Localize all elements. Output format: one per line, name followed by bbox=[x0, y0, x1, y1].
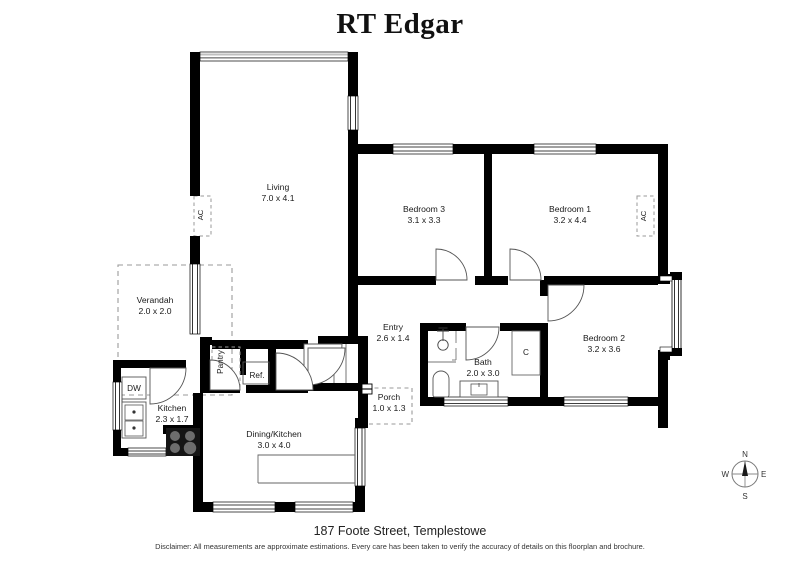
ac-unit-right-box bbox=[636, 195, 655, 237]
kitchen-west-window bbox=[112, 381, 123, 431]
annotation-closet: C bbox=[523, 348, 529, 357]
room-dim-kitchen: 2.3 x 1.7 bbox=[156, 414, 189, 424]
room-dim-bedroom2: 3.2 x 3.6 bbox=[588, 344, 621, 354]
bedroom3-south-wall bbox=[358, 276, 492, 285]
toilet bbox=[432, 370, 450, 398]
plan-annotations: Pantry Ref. DW C AC AC bbox=[127, 209, 648, 393]
annotation-pantry: Pantry bbox=[216, 349, 225, 374]
page-title: RT Edgar bbox=[336, 8, 464, 40]
vanity-basin bbox=[459, 380, 499, 398]
compass-south-label: S bbox=[742, 492, 747, 501]
front-door bbox=[361, 383, 373, 395]
room-label-verandah: Verandah bbox=[137, 295, 174, 305]
room-label-living: Living bbox=[267, 182, 290, 192]
room-label-bedroom1: Bedroom 1 bbox=[549, 204, 591, 214]
door-swings bbox=[149, 248, 585, 405]
south-wall-bath-bed2 bbox=[420, 396, 668, 407]
dining-exterior-walls bbox=[193, 418, 366, 513]
refrigerator-box bbox=[242, 361, 270, 385]
room-label-entry: Entry bbox=[383, 322, 404, 332]
property-address: 187 Foote Street, Templestowe bbox=[313, 524, 487, 538]
living-west-window bbox=[189, 263, 201, 335]
room-dim-entry: 2.6 x 1.4 bbox=[377, 333, 410, 343]
room-label-porch: Porch bbox=[378, 392, 401, 402]
closet-outline bbox=[511, 330, 541, 376]
disclaimer-text: Disclaimer: All measurements are approxi… bbox=[155, 542, 645, 551]
annotation-ref: Ref. bbox=[249, 371, 264, 380]
kitchen-south-window bbox=[127, 447, 167, 457]
room-label-kitchen: Kitchen bbox=[158, 403, 187, 413]
room-dim-bath: 2.0 x 3.0 bbox=[467, 368, 500, 378]
annotation-ac-left: AC bbox=[196, 209, 205, 220]
room-dim-bedroom3: 3.1 x 3.3 bbox=[408, 215, 441, 225]
bath-shower bbox=[437, 327, 449, 351]
room-label-bedroom2: Bedroom 2 bbox=[583, 333, 625, 343]
annotation-ac-right: AC bbox=[639, 210, 648, 221]
compass-rose: N E S W bbox=[721, 450, 766, 501]
compass-north-label: N bbox=[742, 450, 748, 459]
verandah-door-wall bbox=[150, 360, 186, 368]
entry-walls bbox=[305, 336, 368, 428]
room-label-bath: Bath bbox=[474, 357, 492, 367]
kitchen-sink bbox=[121, 401, 147, 439]
ac-unit-left-box bbox=[193, 195, 212, 237]
living-top-wall bbox=[190, 51, 358, 62]
east-exterior-wall bbox=[658, 144, 670, 428]
bath-shower-screen bbox=[428, 331, 457, 363]
bedrooms-north-wall bbox=[358, 143, 668, 155]
dining-bench bbox=[257, 454, 355, 484]
room-dim-dining-kitchen: 3.0 x 4.0 bbox=[258, 440, 291, 450]
bedroom-partition-wall bbox=[484, 154, 492, 284]
dishwasher-box bbox=[121, 376, 147, 400]
living-east-window bbox=[347, 95, 359, 131]
annotation-dw: DW bbox=[127, 384, 141, 393]
room-dim-verandah: 2.0 x 2.0 bbox=[139, 306, 172, 316]
bedroom2-bay-window bbox=[659, 272, 682, 356]
room-dim-living: 7.0 x 4.1 bbox=[262, 193, 295, 203]
room-label-bedroom3: Bedroom 3 bbox=[403, 204, 445, 214]
room-labels: Living 7.0 x 4.1 Bedroom 3 3.1 x 3.3 Bed… bbox=[137, 182, 626, 450]
room-label-dining-kitchen: Dining/Kitchen bbox=[246, 429, 302, 439]
cooktop bbox=[166, 428, 200, 456]
room-dim-porch: 1.0 x 1.3 bbox=[373, 403, 406, 413]
compass-west-label: W bbox=[721, 470, 729, 479]
hall-bedroom2-wall bbox=[540, 280, 548, 296]
pantry-box bbox=[211, 346, 241, 388]
bath-walls bbox=[420, 323, 548, 405]
compass-east-label: E bbox=[761, 470, 766, 479]
room-dim-bedroom1: 3.2 x 4.4 bbox=[554, 215, 587, 225]
bedroom1-south-wall bbox=[492, 276, 658, 285]
